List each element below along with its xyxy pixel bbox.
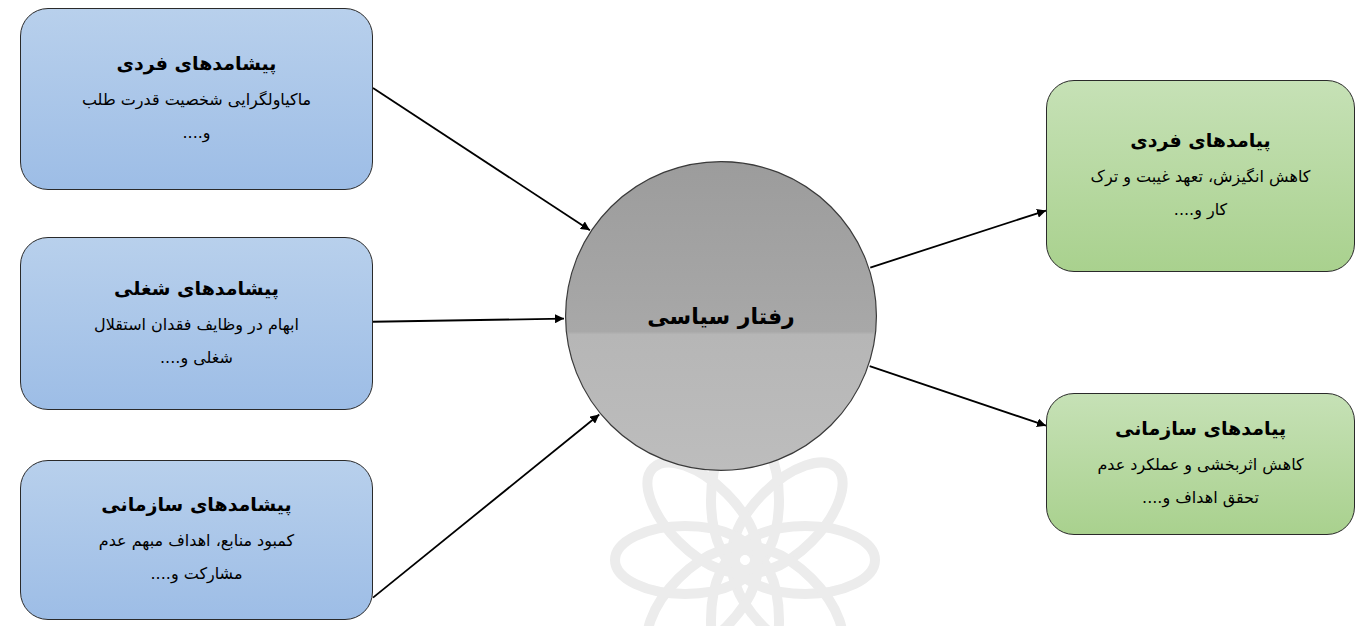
node-heading: پیشامدهای فردی [117, 48, 277, 78]
node-heading: پیامدهای سازمانی [1115, 413, 1286, 443]
center-ellipse: رفتار سیاسی [564, 160, 878, 472]
antecedent-box: پیشامدهای شغلی ابهام در وظایف فقدان استقل… [20, 237, 373, 410]
node-body: کاهش انگیزش، تعهد غیبت و ترک کار و.... [1086, 161, 1316, 227]
node-heading: پیامدهای فردی [1130, 125, 1271, 155]
arrow-connector [373, 319, 564, 322]
node-body: کمبود منابع، اهداف مبهم عدم مشارکت و.... [82, 525, 312, 591]
node-heading: پیشامدهای شغلی [114, 273, 279, 303]
node-body: ماکیاولگرایی شخصیت قدرت طلب و.... [82, 84, 312, 150]
arrow-connector [870, 211, 1046, 268]
node-heading: پیشامدهای سازمانی [101, 489, 291, 519]
node-heading: رفتار سیاسی [647, 304, 794, 329]
outcome-box: پیامدهای سازمانی کاهش اثربخشی و عملکرد عد… [1046, 393, 1355, 535]
antecedent-box: پیشامدهای فردی ماکیاولگرایی شخصیت قدرت طل… [20, 8, 373, 190]
arrow-connector [870, 366, 1046, 425]
outcome-box: پیامدهای فردی کاهش انگیزش، تعهد غیبت و تر… [1046, 80, 1355, 272]
arrow-connector [373, 415, 599, 598]
antecedent-box: پیشامدهای سازمانی کمبود منابع، اهداف مبهم… [20, 460, 373, 620]
arrow-connector [373, 88, 590, 230]
node-body: ابهام در وظایف فقدان استقلال شغلی و.... [82, 309, 312, 375]
node-body: کاهش اثربخشی و عملکرد عدم تحقق اهداف و..… [1086, 449, 1316, 515]
